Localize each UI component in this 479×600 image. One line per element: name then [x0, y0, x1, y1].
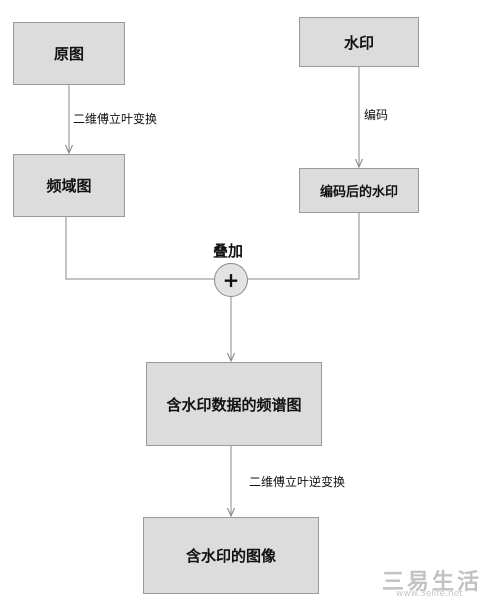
node-watermarked-spectrum: 含水印数据的频谱图: [146, 362, 322, 446]
edge-label-encode: 编码: [364, 108, 389, 122]
node-source-image-label: 原图: [53, 45, 84, 63]
site-watermark-url: www.3elife.net: [396, 589, 463, 599]
edge-encoded-to-superpose: [248, 213, 360, 280]
superpose-plus-icon: +: [214, 263, 248, 297]
node-source-image: 原图: [13, 22, 125, 85]
node-watermarked-spectrum-label: 含水印数据的频谱图: [166, 395, 302, 414]
node-watermarked-image: 含水印的图像: [143, 517, 319, 594]
node-frequency-domain: 频域图: [13, 154, 125, 217]
node-frequency-domain-label: 频域图: [46, 177, 92, 195]
site-watermark-logo: 三易生活: [382, 570, 479, 595]
edge-label-superpose: 叠加: [213, 242, 244, 260]
edge-label-inverse-dft: 二维傅立叶逆变换: [249, 475, 346, 489]
node-watermark-label: 水印: [343, 33, 374, 52]
node-encoded-watermark: 编码后的水印: [299, 168, 419, 213]
edge-label-dft: 二维傅立叶变换: [73, 112, 158, 126]
edge-frequency-to-superpose: [65, 217, 214, 280]
node-watermark: 水印: [299, 17, 419, 67]
node-watermarked-image-label: 含水印的图像: [185, 547, 276, 565]
node-encoded-watermark-label: 编码后的水印: [319, 185, 398, 200]
